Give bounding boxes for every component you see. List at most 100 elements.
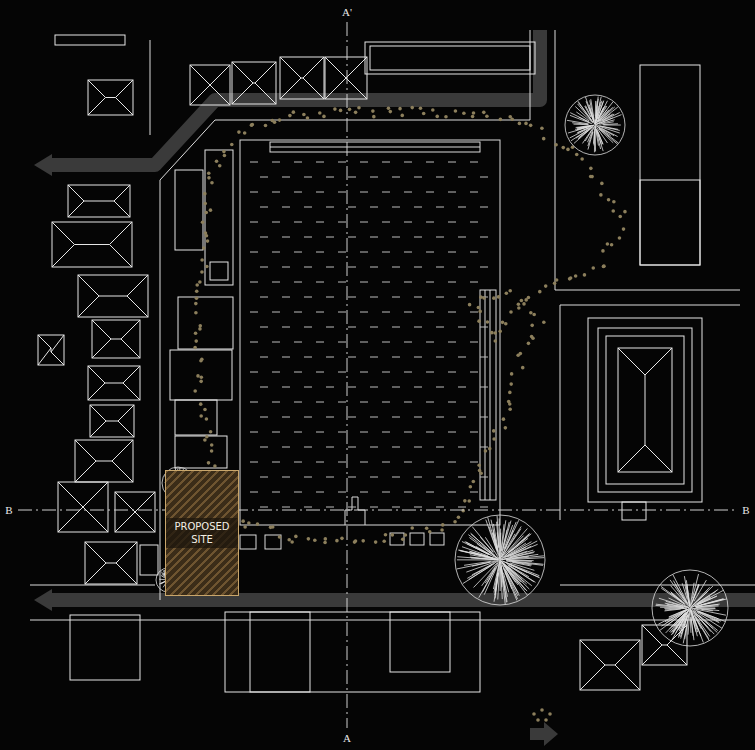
water-dash xyxy=(360,252,368,253)
water-dash xyxy=(260,507,268,508)
water-dash xyxy=(316,162,324,163)
path-dot xyxy=(435,115,439,119)
road-arrow xyxy=(530,728,544,740)
path-dot xyxy=(250,123,254,127)
tree-texture xyxy=(598,128,617,144)
path-dot xyxy=(210,449,214,453)
tree-texture xyxy=(488,517,497,549)
path-dot xyxy=(518,122,522,126)
water-dash xyxy=(338,222,346,223)
water-dash xyxy=(370,207,378,208)
path-dot xyxy=(193,389,197,393)
tree-texture xyxy=(599,107,618,122)
street-edge xyxy=(150,40,151,135)
water-dash xyxy=(272,342,280,343)
water-dash xyxy=(250,492,258,493)
water-dash xyxy=(426,432,434,433)
path-dot xyxy=(203,438,207,442)
water-dash xyxy=(404,342,412,343)
path-dot xyxy=(622,227,626,231)
path-dot xyxy=(467,499,471,503)
water-dash xyxy=(272,282,280,283)
path-dot xyxy=(479,295,483,299)
building xyxy=(38,335,64,365)
water-dash xyxy=(448,492,456,493)
water-dash xyxy=(404,462,412,463)
path-dot xyxy=(207,461,211,465)
path-dot xyxy=(554,143,558,147)
path-dot xyxy=(522,302,526,306)
water-dash xyxy=(360,162,368,163)
path-dot xyxy=(575,153,579,157)
path-dot xyxy=(307,537,311,541)
path-dot xyxy=(499,118,503,122)
water-dash xyxy=(414,477,422,478)
path-dot xyxy=(391,533,395,537)
tree-texture xyxy=(491,520,500,560)
water-dash xyxy=(458,507,466,508)
tree-texture xyxy=(595,99,598,122)
water-dash xyxy=(360,492,368,493)
water-dash xyxy=(348,357,356,358)
path-dot xyxy=(209,208,213,212)
water-dash xyxy=(250,222,258,223)
tree-texture xyxy=(469,566,491,580)
water-dash xyxy=(360,372,368,373)
roof-line xyxy=(618,348,672,375)
path-dot xyxy=(333,107,337,111)
water-dash xyxy=(326,297,334,298)
building xyxy=(365,42,535,74)
path-dot xyxy=(532,712,536,716)
path-dot xyxy=(194,331,198,335)
water-dash xyxy=(370,507,378,508)
water-dash xyxy=(382,282,390,283)
building xyxy=(70,615,140,680)
path-dot xyxy=(198,327,202,331)
water-dash xyxy=(370,417,378,418)
road-arrow xyxy=(34,154,52,176)
water-dash xyxy=(294,402,302,403)
water-dash xyxy=(294,372,302,373)
water-dash xyxy=(304,387,312,388)
building xyxy=(85,542,137,584)
path-dot xyxy=(469,485,473,489)
path-dot xyxy=(222,150,226,154)
roof-line xyxy=(346,57,367,99)
tree-texture xyxy=(661,586,682,602)
path-dot xyxy=(510,117,514,121)
building xyxy=(175,400,217,435)
water-dash xyxy=(448,342,456,343)
path-dot xyxy=(205,265,209,269)
water-dash xyxy=(414,297,422,298)
roof-line xyxy=(38,335,51,365)
path-dot xyxy=(374,540,378,544)
path-dot xyxy=(555,278,559,282)
street-edge xyxy=(560,585,755,586)
water-dash xyxy=(360,222,368,223)
roof-line xyxy=(116,80,134,115)
bleacher xyxy=(480,290,496,500)
water-dash xyxy=(426,282,434,283)
path-dot xyxy=(544,284,548,288)
water-dash xyxy=(426,162,434,163)
path-dot xyxy=(204,211,208,215)
path-dot xyxy=(354,111,358,115)
path-dot xyxy=(198,280,202,284)
water-dash xyxy=(316,312,324,313)
path-dot xyxy=(425,526,429,530)
path-dot xyxy=(288,114,292,118)
path-dot xyxy=(273,120,277,124)
water-dash xyxy=(392,267,400,268)
tree-texture xyxy=(691,617,693,636)
water-dash xyxy=(326,237,334,238)
path-dot xyxy=(471,115,475,119)
tree-texture xyxy=(500,521,511,560)
roof-ridge xyxy=(106,421,118,422)
path-dot xyxy=(241,519,245,523)
building xyxy=(325,57,367,99)
tree xyxy=(455,515,545,605)
building xyxy=(370,46,530,70)
water-dash xyxy=(272,462,280,463)
water-dash xyxy=(260,327,268,328)
